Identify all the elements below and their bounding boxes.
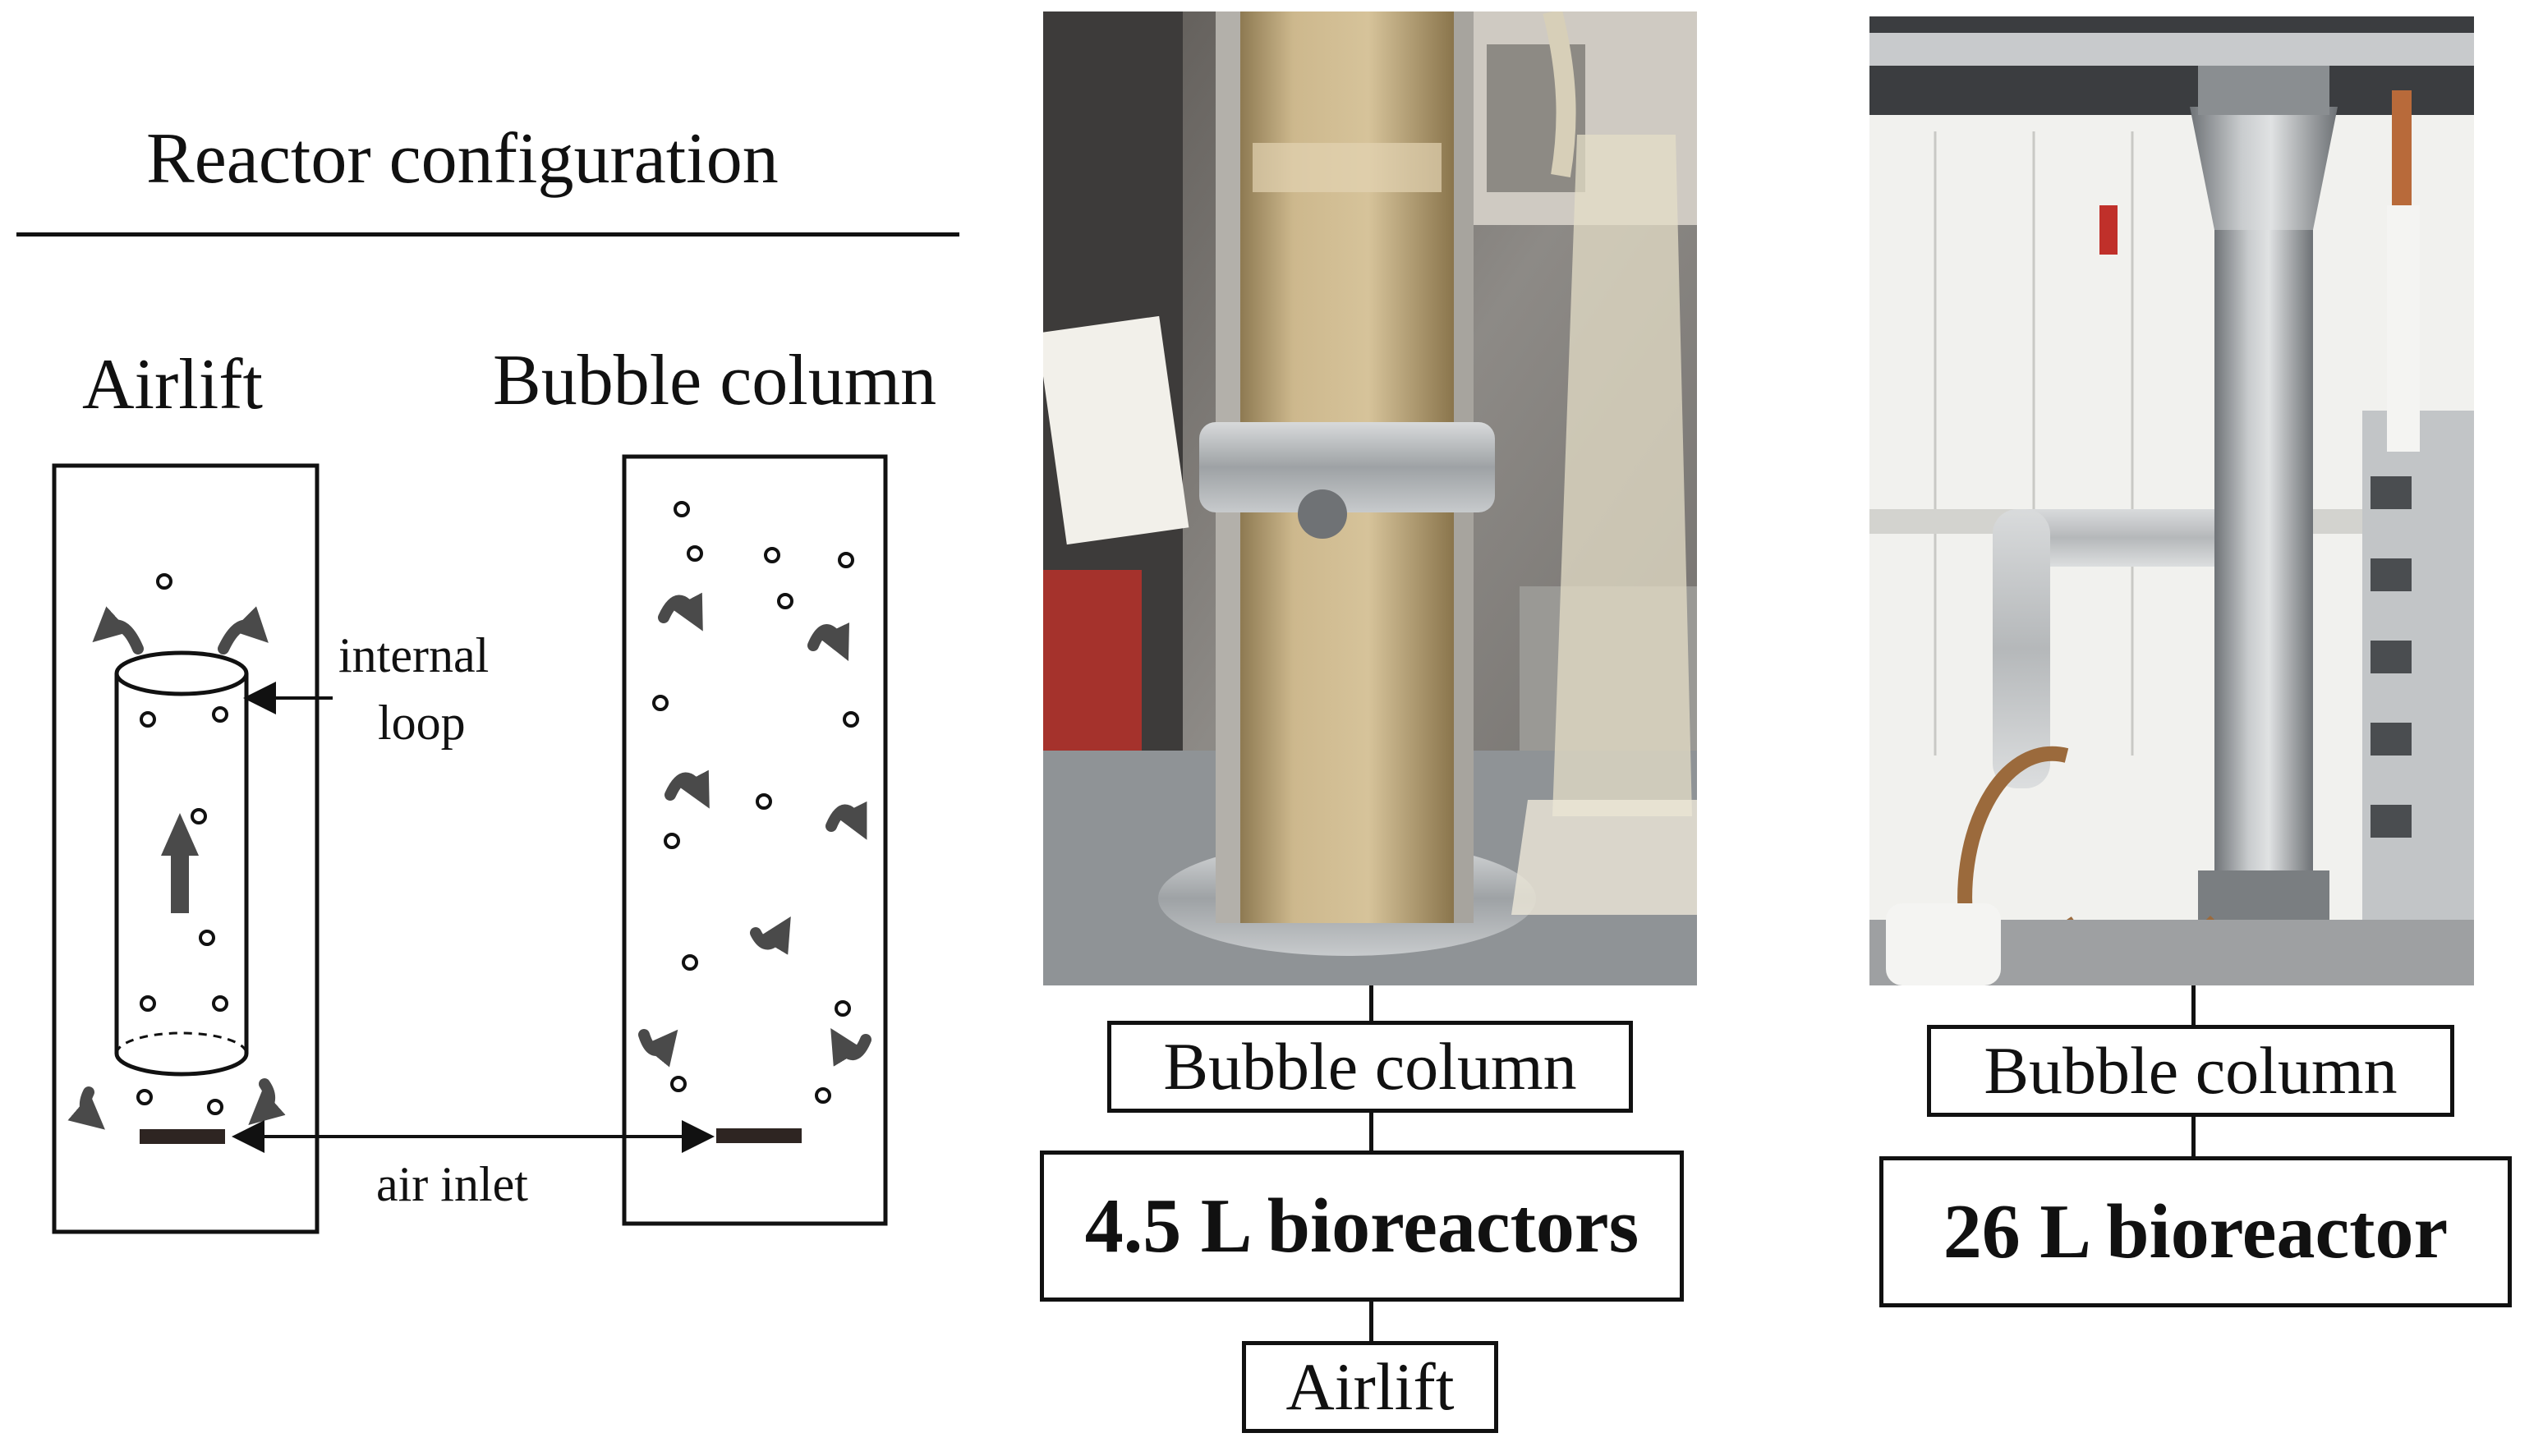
bubble-column-bubbles	[652, 501, 859, 1104]
connector-photo1-top	[1369, 985, 1373, 1022]
air-inlet-label: air inlet	[376, 1157, 528, 1211]
label-small-bubble-column: Bubble column	[1107, 1021, 1633, 1113]
internal-loop-label-line1: internal	[338, 628, 490, 682]
airlift-bubbles	[136, 573, 228, 1115]
internal-loop-tube	[114, 650, 249, 1077]
bubble-column-vessel	[622, 454, 888, 1226]
connector-photo1-bottom	[1369, 1302, 1373, 1343]
airlift-label: Airlift	[82, 345, 263, 425]
label-26l-bioreactor: 26 L bioreactor	[1879, 1156, 2512, 1307]
photo-26l-bioreactor	[1869, 16, 2474, 985]
connector-photo2-mid	[2191, 1117, 2196, 1158]
connector-photo2-top	[2191, 985, 2196, 1027]
label-large-bubble-column: Bubble column	[1927, 1025, 2454, 1117]
airlift-air-inlet	[140, 1129, 225, 1144]
connector-photo1-mid	[1369, 1113, 1373, 1152]
label-small-airlift: Airlift	[1242, 1341, 1498, 1433]
reactor-schematic	[52, 454, 888, 1234]
label-4-5l-bioreactors: 4.5 L bioreactors	[1040, 1151, 1684, 1302]
airlift-vessel	[52, 463, 320, 1234]
upflow-arrow	[161, 813, 199, 913]
bubble-column-flow-arrows	[638, 592, 871, 1068]
airlift-flow-arrows	[67, 606, 286, 1130]
internal-loop-label-line2: loop	[378, 696, 466, 750]
bubble-column-label: Bubble column	[493, 341, 937, 420]
figure-title: Reactor configuration	[146, 119, 779, 199]
photo-4-5l-bioreactor	[1043, 11, 1697, 985]
bubble-column-air-inlet	[716, 1128, 802, 1143]
title-rule	[16, 232, 959, 237]
